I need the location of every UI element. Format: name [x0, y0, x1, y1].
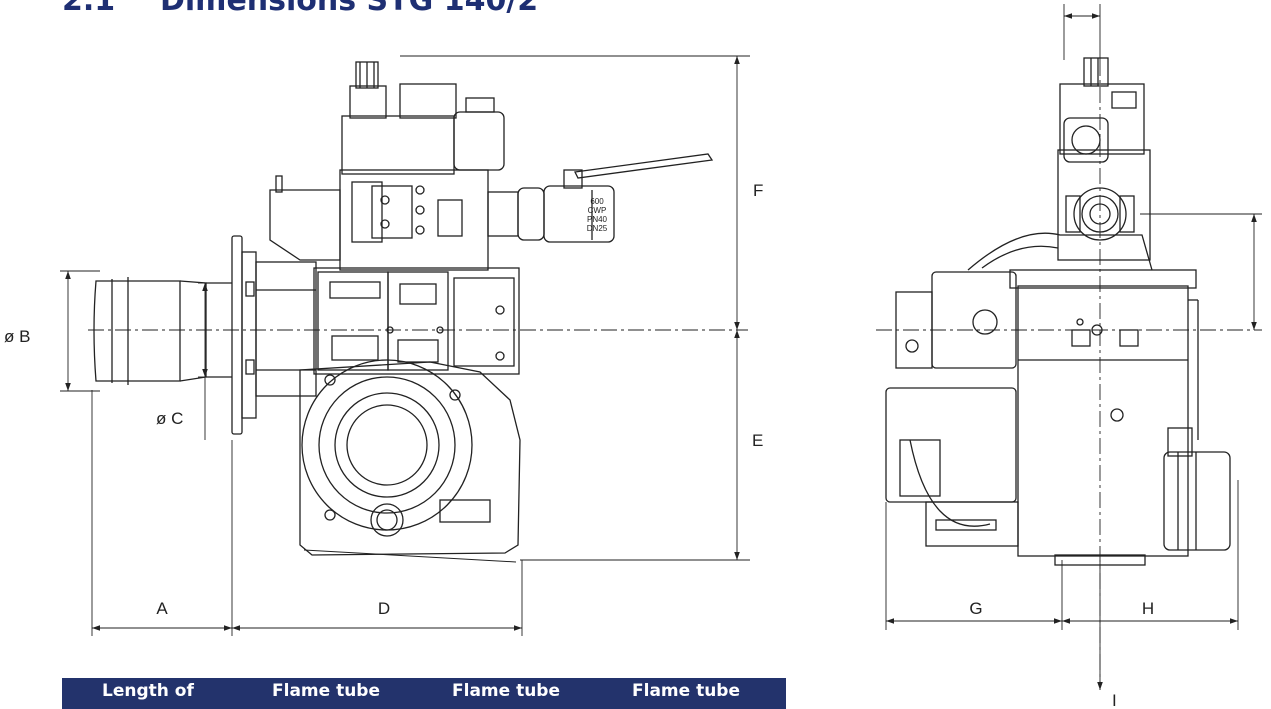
dim-label-h: H	[1142, 599, 1154, 618]
side-view	[60, 55, 750, 636]
section-number: 2.1	[62, 0, 116, 18]
dim-label-a: A	[156, 599, 168, 618]
table-header-flame-tube-2: Flame tube	[452, 681, 561, 701]
section-title-text: Dimensions STG 140/2	[160, 0, 539, 18]
dim-label-f: F	[753, 181, 763, 200]
valve-marking-line-2: CWP	[588, 206, 607, 215]
dim-label-e: E	[752, 431, 763, 450]
valve-marking-line-1: 600	[590, 197, 604, 206]
ball-valve	[487, 153, 714, 243]
dim-label-b: ø B	[4, 327, 30, 346]
control-unit	[313, 267, 520, 375]
dim-label-g: G	[969, 599, 982, 618]
dimension-lines-front	[885, 4, 1262, 690]
valve-marking-line-4: DN25	[587, 224, 608, 233]
table-header-flame-tube-1: Flame tube	[272, 681, 381, 701]
dim-label-c: ø C	[156, 409, 183, 428]
valve-marking-line-3: PN40	[587, 215, 608, 224]
gas-valve-block	[269, 61, 505, 271]
burner-housing	[299, 359, 521, 563]
mounting-flange	[231, 235, 317, 435]
table-header-length-of: Length of	[102, 681, 194, 701]
front-view	[876, 57, 1262, 690]
flame-tube	[93, 277, 232, 385]
dim-label-i: I	[1112, 691, 1117, 709]
dimension-lines-side	[60, 55, 750, 636]
table-header-flame-tube-3: Flame tube	[632, 681, 741, 701]
dimensions-table-header: Length of Flame tube Flame tube Flame tu…	[62, 678, 786, 709]
dim-label-d: D	[378, 599, 390, 618]
section-title: 2.1 Dimensions STG 140/2	[62, 0, 538, 16]
